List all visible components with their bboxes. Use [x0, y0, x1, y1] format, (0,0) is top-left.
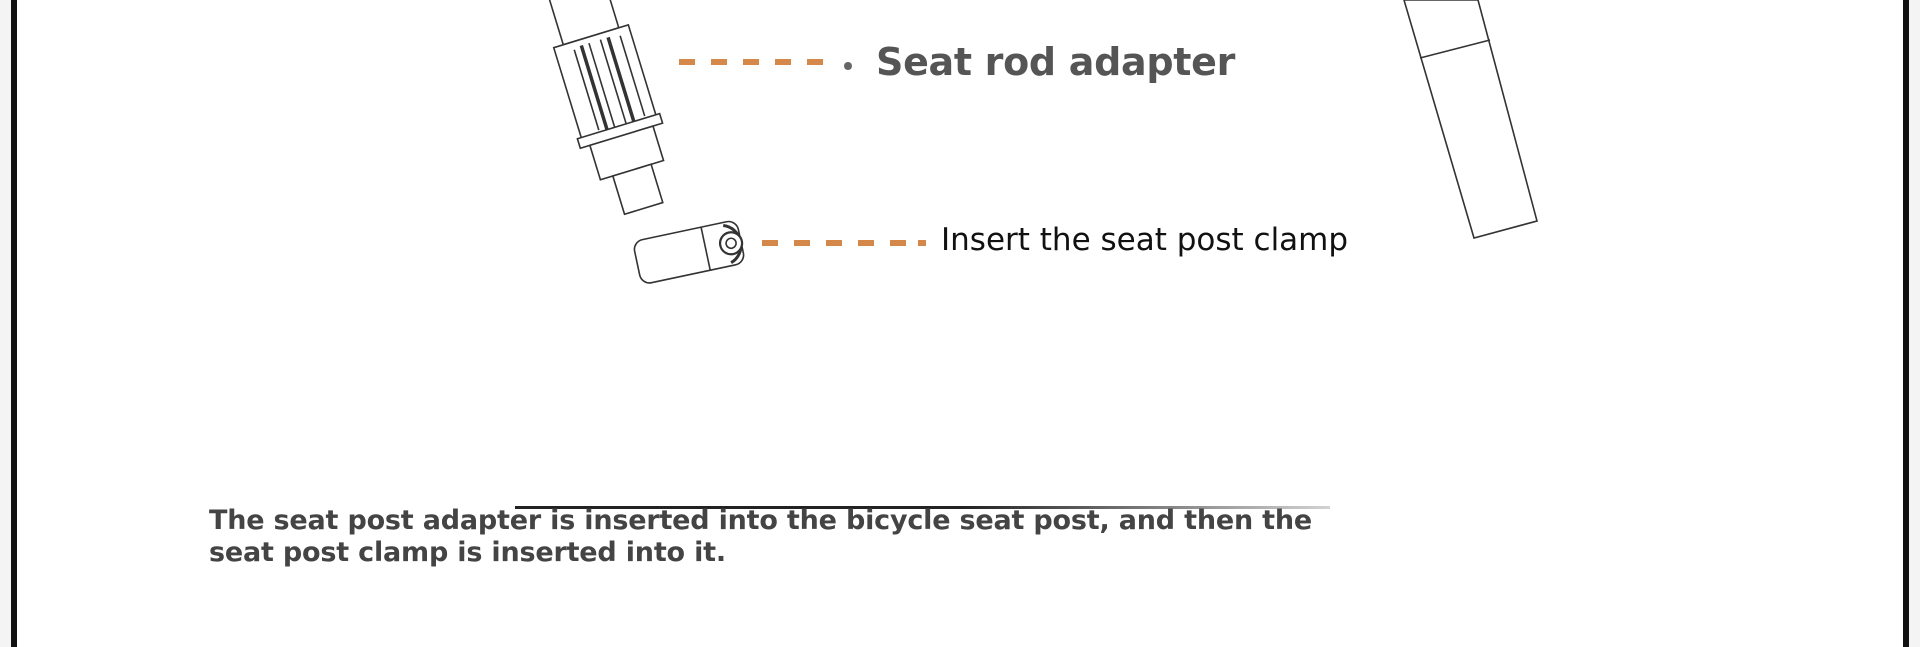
adapter-bullet: [844, 62, 852, 70]
caption-rule: [515, 506, 1330, 509]
seat-post-clamp-drawing: [633, 220, 745, 284]
frame-left-border: [11, 0, 17, 647]
frame-left-shadow: [0, 0, 11, 647]
seat-rod-adapter-drawing: [544, 0, 665, 216]
seat-rod-adapter-label: Seat rod adapter: [876, 40, 1236, 84]
seat-post-clamp-label: Insert the seat post clamp: [941, 222, 1349, 258]
frame-right-border: [1903, 0, 1909, 647]
diagram-caption: The seat post adapter is inserted into t…: [209, 505, 1313, 568]
frame-right-shadow: [1909, 0, 1920, 647]
bicycle-seat-post-drawing: [1403, 0, 1538, 239]
